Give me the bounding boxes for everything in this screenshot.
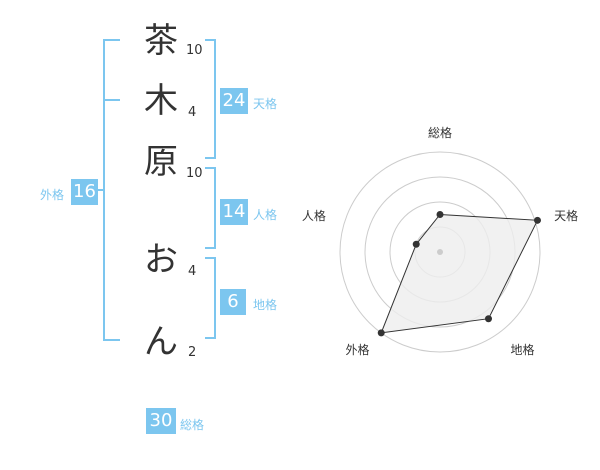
- stroke-count-3: 10: [186, 166, 203, 181]
- stroke-count-4: 4: [188, 264, 197, 279]
- radar-point-4: [377, 329, 385, 337]
- chikaku-bracket: [205, 257, 216, 339]
- radar-axis-label-2: 天格: [554, 208, 578, 223]
- gaikaku-badge: 16: [71, 179, 98, 205]
- tenkaku-bracket: [205, 39, 216, 159]
- stroke-count-1: 10: [186, 43, 203, 58]
- radar-point-1: [436, 211, 444, 218]
- radar-axis-label-3: 地格: [511, 342, 535, 357]
- name-char-4: お: [144, 240, 178, 280]
- radar-point-5: [412, 240, 420, 248]
- gaikaku-label: 外格: [40, 188, 65, 202]
- radar-axis-label-4: 外格: [345, 342, 369, 357]
- radar-center: [437, 249, 443, 255]
- stroke-count-2: 4: [188, 105, 197, 120]
- soukaku-badge: 30: [146, 408, 176, 434]
- soukaku-label: 総格: [180, 418, 205, 432]
- jinkaku-label: 人格: [253, 208, 278, 222]
- name-char-1: 茶: [144, 21, 178, 61]
- name-char-3: 原: [144, 142, 178, 182]
- radar-axis-label-1: 総格: [428, 125, 452, 140]
- radar-point-3: [484, 315, 492, 323]
- jinkaku-bracket: [205, 167, 216, 249]
- radar-point-2: [533, 216, 541, 224]
- radar-axis-label-5: 人格: [302, 208, 326, 223]
- radar-ring-4: [339, 151, 541, 353]
- chikaku-label: 地格: [253, 298, 278, 312]
- stroke-count-5: 2: [188, 345, 197, 360]
- name-char-2: 木: [144, 81, 178, 121]
- tenkaku-badge: 24: [220, 88, 248, 114]
- name-char-5: ん: [144, 322, 178, 362]
- jinkaku-badge: 14: [220, 199, 248, 225]
- tenkaku-label: 天格: [253, 97, 278, 111]
- chikaku-badge: 6: [220, 289, 246, 315]
- radar-polygon: [380, 213, 539, 334]
